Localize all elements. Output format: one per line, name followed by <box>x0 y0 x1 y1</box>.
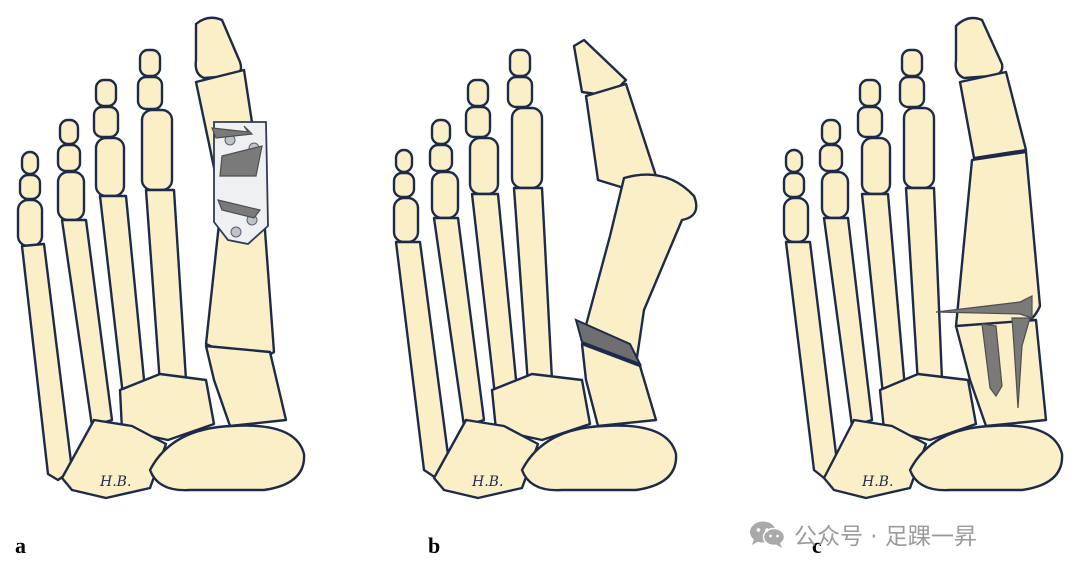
hallux-corrected <box>954 16 1042 336</box>
artist-signature: H.B. <box>472 474 504 490</box>
tarsal-bones <box>432 342 678 500</box>
lesser-toes <box>782 48 936 244</box>
lesser-toes <box>392 48 544 244</box>
artist-signature: H.B. <box>862 474 894 490</box>
lesser-metatarsals <box>20 188 188 482</box>
lesser-toes <box>16 48 174 248</box>
panel-b: H.B. b <box>360 0 720 579</box>
foot-skeleton-illustration-c <box>782 16 1064 500</box>
panel-c: H.B. c <box>720 0 1080 579</box>
lapidus-fusion-screws <box>935 295 1033 409</box>
first-mtp-fusion-plate <box>211 121 269 245</box>
watermark-text: 公众号 · 足踝一昇 <box>794 524 977 550</box>
foot-skeleton-illustration-b <box>392 38 698 500</box>
lesser-metatarsals <box>394 186 554 480</box>
foot-skeleton-illustration-a <box>16 16 306 500</box>
panel-a: H.B. a <box>0 0 360 579</box>
lesser-metatarsals <box>784 186 944 480</box>
panel-label-a: a <box>15 533 26 558</box>
hallux-valgus <box>572 38 698 366</box>
opening-wedge-osteotomy <box>574 318 643 366</box>
panel-label-c: c <box>812 533 822 558</box>
artist-signature: H.B. <box>100 474 132 490</box>
wechat-logo-icon <box>750 521 786 548</box>
panel-label-b: b <box>428 533 441 558</box>
wechat-watermark: 公众号 · 足踝一昇 <box>748 517 977 551</box>
tarsal-bones <box>60 344 306 500</box>
